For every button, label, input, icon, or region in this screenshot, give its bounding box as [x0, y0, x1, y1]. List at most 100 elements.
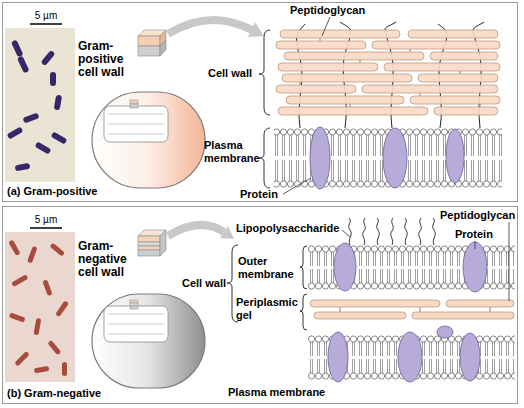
lipid-bilayer — [308, 242, 515, 292]
micrograph — [41, 50, 56, 66]
part-label: Plasma membrane — [204, 139, 260, 165]
micrograph — [5, 24, 75, 182]
lipid-bilayer — [334, 243, 356, 291]
micrograph — [42, 279, 52, 296]
lipid-bilayer — [446, 129, 464, 183]
peptidoglycan-layers — [280, 30, 400, 38]
part-label: Protein — [240, 188, 278, 201]
cross-links — [409, 49, 410, 52]
wall-cube — [138, 30, 166, 56]
peptidoglycan-layers — [408, 30, 498, 38]
cell-cartoon — [92, 92, 205, 188]
cell-cartoon — [104, 106, 168, 142]
lipid-bilayer — [437, 326, 453, 338]
cross-links — [299, 82, 300, 85]
micrograph — [35, 141, 52, 154]
wall-cube — [138, 46, 160, 56]
peptidoglycan-layers — [278, 63, 378, 71]
micrograph — [34, 366, 50, 374]
peptidoglycan-layers — [278, 107, 428, 115]
cell-cartoon — [108, 314, 164, 315]
micrograph — [5, 228, 75, 382]
part-label: Peptidoglycan — [440, 209, 515, 222]
peptidoglycan-layers — [276, 41, 366, 49]
cell-cartoon — [108, 114, 164, 115]
cell-cartoon — [108, 134, 164, 135]
cell-cartoon — [108, 334, 164, 335]
micrograph — [11, 39, 24, 57]
part-label: Cell wall — [182, 277, 226, 290]
micrograph — [30, 23, 62, 25]
lipid-bilayer — [398, 332, 422, 382]
part-label: Cell wall — [208, 67, 252, 80]
scale-label: 5 µm — [28, 213, 64, 226]
lipid-bilayer — [383, 128, 407, 188]
wall-cube — [138, 250, 160, 256]
part-label: Periplasmic gel — [236, 296, 300, 322]
cross-links — [459, 71, 460, 74]
cross-links — [419, 307, 420, 312]
wall-cube — [138, 230, 166, 256]
micrograph — [11, 274, 28, 287]
peptidoglycan-layers — [286, 96, 404, 104]
cell-cartoon — [108, 324, 164, 325]
micrograph — [47, 340, 61, 355]
cross-links — [479, 104, 480, 107]
cell-cartoon — [130, 303, 138, 306]
peptidoglycan-layers — [276, 85, 356, 93]
micrograph — [50, 243, 65, 257]
micrograph — [9, 312, 26, 322]
micrograph — [7, 39, 68, 171]
part-label: Lipopolysaccharide — [236, 222, 339, 235]
cross-links — [419, 93, 420, 96]
peptidoglycan-layers — [310, 300, 440, 307]
micrograph — [62, 362, 67, 376]
peptidoglycan-layers — [412, 312, 514, 319]
part-label: Outer membrane — [238, 255, 298, 281]
micrograph — [5, 232, 75, 382]
part-label: Plasma membrane — [228, 386, 325, 399]
wall-title: Gram-positive cell wall — [78, 40, 136, 79]
micrograph — [14, 351, 30, 367]
leader-line — [509, 222, 510, 301]
wall-cube — [138, 242, 160, 246]
micrograph — [27, 246, 38, 264]
peptidoglycan-layers — [434, 107, 498, 115]
micrograph — [22, 112, 39, 123]
wall-cube — [138, 246, 160, 250]
lipid-bilayer — [274, 128, 502, 188]
panel-caption: (b) Gram-negative — [7, 387, 101, 400]
peptidoglycan-layers — [282, 74, 412, 82]
lipid-bilayer — [310, 127, 330, 189]
cell-cartoon — [104, 306, 168, 342]
cell-cartoon — [130, 306, 138, 309]
part-label: Protein — [455, 228, 493, 241]
panel-caption: (a) Gram-positive — [7, 185, 97, 198]
scale-label: 5 µm — [28, 9, 64, 22]
leader-line — [475, 241, 476, 249]
micrograph — [51, 131, 68, 144]
lipid-bilayer — [460, 333, 480, 381]
micrograph — [15, 163, 31, 172]
peptidoglycan-layers — [410, 96, 500, 104]
peptidoglycan-layers — [446, 300, 514, 307]
micrograph — [17, 55, 30, 73]
cell-cartoon — [92, 294, 205, 388]
micrograph — [33, 318, 41, 336]
cell-cartoon — [130, 100, 138, 104]
cross-links — [319, 38, 320, 41]
micrograph — [30, 227, 62, 229]
wall-cube — [138, 36, 160, 46]
cell-cartoon — [130, 300, 138, 303]
peptidoglycan-layers — [362, 85, 498, 93]
cross-links — [489, 307, 490, 312]
cross-links — [359, 60, 360, 63]
cross-links — [339, 307, 340, 312]
micrograph — [7, 126, 24, 139]
cell-cartoon — [130, 104, 138, 108]
micrograph — [55, 300, 69, 317]
micrograph — [8, 240, 69, 376]
part-label: Peptidoglycan — [290, 4, 365, 17]
micrograph — [8, 240, 20, 256]
